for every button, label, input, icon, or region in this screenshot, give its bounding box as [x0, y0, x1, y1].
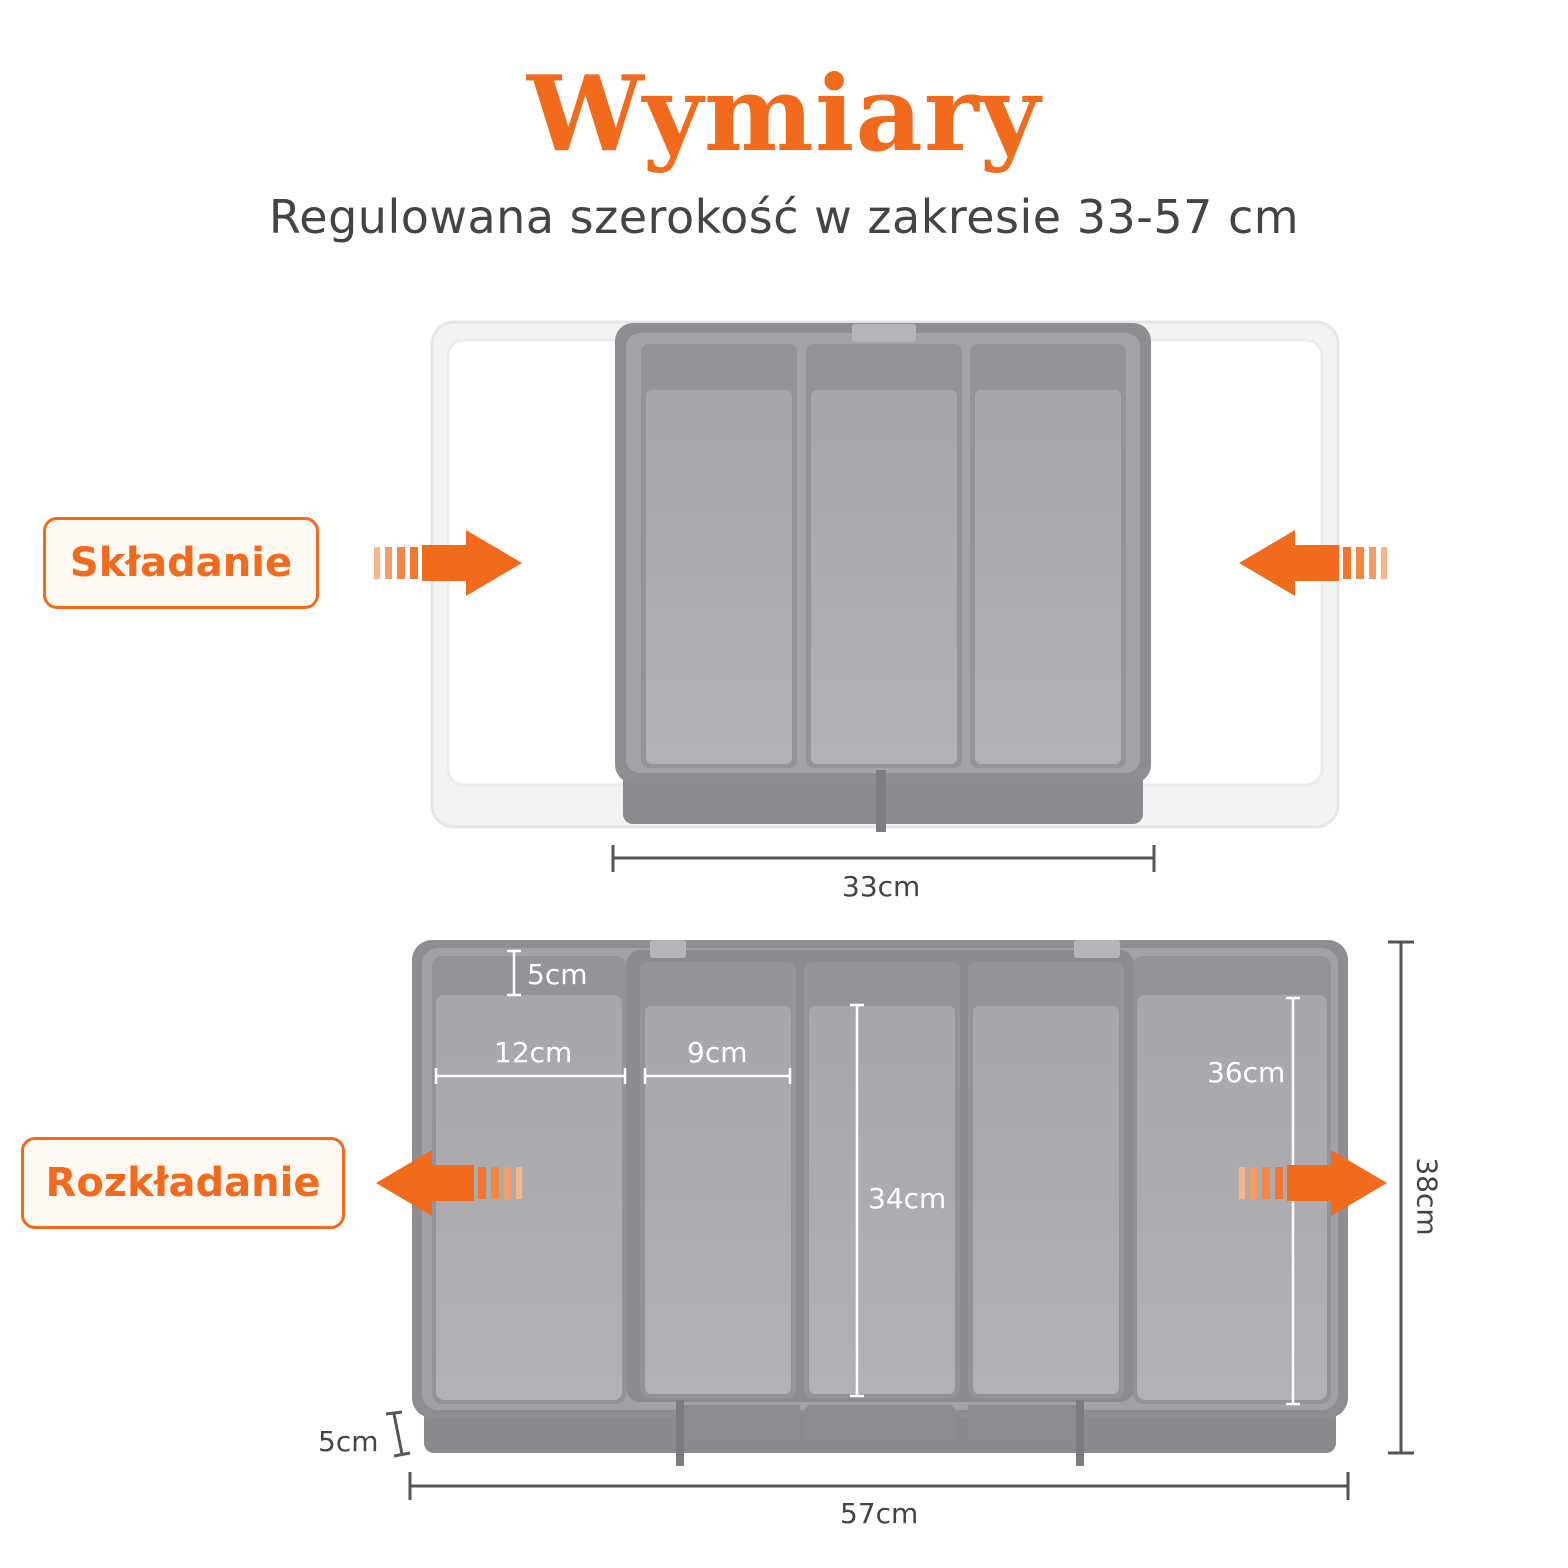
- outer-compartment-width-label: 12cm: [494, 1036, 573, 1069]
- unfold-arrow-right: [1239, 1150, 1387, 1216]
- page-subtitle: Regulowana szerokość w zakresie 33-57 cm: [268, 190, 1300, 244]
- folding-label: Składanie: [69, 540, 293, 586]
- compartment-1-floor: [646, 390, 792, 764]
- compartment-2-floor: [811, 390, 957, 764]
- fold-arrow-right: [1239, 530, 1387, 596]
- base-step-1: [684, 1405, 800, 1439]
- expanded-width-dimension: [408, 1472, 1350, 1500]
- compartment-3-floor: [975, 390, 1121, 764]
- side-wall-height-label: 5cm: [527, 958, 588, 991]
- inner-compartment-3-floor: [973, 1006, 1119, 1394]
- slide-tab-left: [650, 940, 686, 958]
- inner-compartment-length-label: 34cm: [868, 1182, 947, 1215]
- left-section-floor: [436, 995, 622, 1400]
- unfolding-label: Rozkładanie: [45, 1160, 321, 1206]
- base-step-2: [804, 1405, 956, 1439]
- folded-tray: [430, 320, 1340, 832]
- page-title: Wymiary: [526, 52, 1042, 175]
- center-joint: [876, 770, 886, 832]
- base-step-3: [968, 1405, 1076, 1439]
- inner-compartment-1-floor: [645, 1006, 791, 1394]
- folded-width-dimension: [611, 845, 1156, 872]
- folding-badge: Składanie: [43, 517, 319, 609]
- base-joint-right: [1076, 1400, 1084, 1466]
- outer-compartment-length-label: 36cm: [1207, 1056, 1286, 1089]
- inner-compartment-2-floor: [809, 1006, 955, 1394]
- expanded-width-label: 57cm: [840, 1497, 919, 1530]
- slide-tab-right: [1074, 940, 1120, 958]
- expanded-tray: [412, 940, 1348, 1466]
- unfold-arrow-left: [376, 1150, 522, 1216]
- folded-width-label: 33cm: [842, 870, 921, 903]
- depth-dimension: [1388, 940, 1414, 1455]
- inner-compartment-width-label: 9cm: [687, 1036, 748, 1069]
- unfolding-badge: Rozkładanie: [21, 1137, 345, 1229]
- fold-arrow-left: [374, 530, 522, 596]
- top-clip: [852, 324, 916, 342]
- height-dimension: [385, 1410, 411, 1458]
- right-section-floor: [1137, 995, 1327, 1400]
- base-joint-left: [676, 1400, 684, 1466]
- depth-label: 38cm: [1410, 1157, 1444, 1236]
- height-label: 5cm: [318, 1425, 379, 1458]
